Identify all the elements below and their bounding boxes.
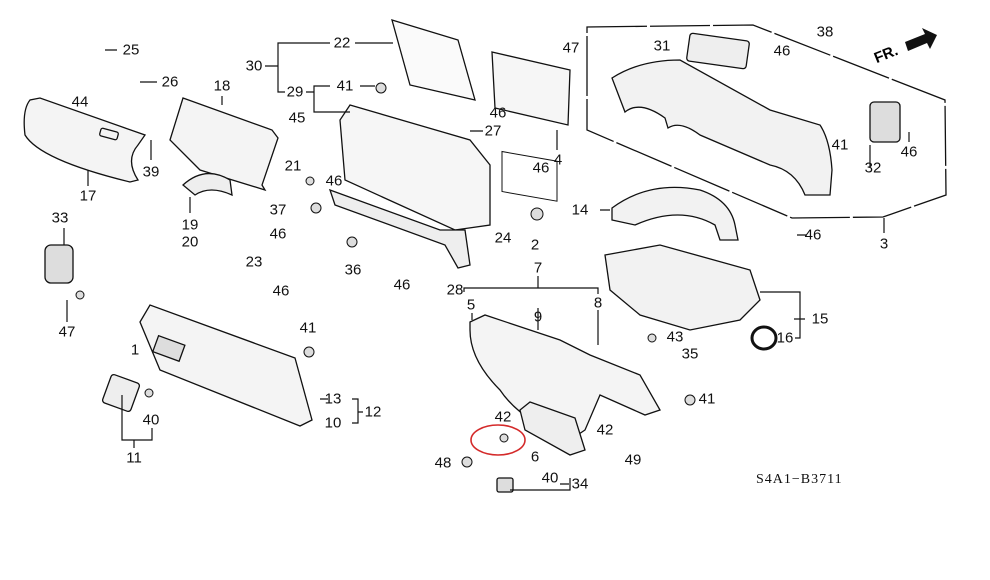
knob-34 <box>496 477 514 493</box>
lower-panel-5 <box>469 314 661 441</box>
box-29 <box>339 104 491 231</box>
part-number-label: 23 <box>245 253 263 271</box>
part-number-label: 17 <box>79 187 97 205</box>
part-number-label: 33 <box>51 209 69 227</box>
part-number-label: 7 <box>533 259 543 277</box>
bracket-19 <box>182 173 233 197</box>
part-number-label: 6 <box>530 448 540 466</box>
part-number-label: 36 <box>344 261 362 279</box>
part-number-label: 46 <box>272 282 290 300</box>
fasteners <box>75 82 696 468</box>
part-number-label: 46 <box>489 104 507 122</box>
meter-panel <box>611 59 833 196</box>
switch-32 <box>869 101 901 143</box>
part-number-label: 39 <box>142 163 160 181</box>
part-number-label: 2 <box>530 236 540 254</box>
part-number-label: 14 <box>571 201 589 219</box>
part-number-label: 19 <box>181 216 199 234</box>
part-number-label: 18 <box>213 77 231 95</box>
part-number-label: 46 <box>393 276 411 294</box>
part-number-label: 10 <box>324 414 342 432</box>
part-number-label: 1 <box>130 341 140 359</box>
part-number-label: 21 <box>284 157 302 175</box>
vent-31 <box>686 32 750 70</box>
part-number-label: 4 <box>553 151 563 169</box>
part-number-label: 29 <box>286 83 304 101</box>
part-number-label: 3 <box>879 235 889 253</box>
part-number-label: 40 <box>142 411 160 429</box>
part-number-label: 42 <box>596 421 614 439</box>
part-number-label: 41 <box>698 390 716 408</box>
assembly-3-outline <box>586 24 947 219</box>
part-number-label: 38 <box>816 23 834 41</box>
handle-33 <box>44 244 74 284</box>
part-number-label: 8 <box>593 294 603 312</box>
part-number-label: 16 <box>776 329 794 347</box>
part-number-label: 46 <box>773 42 791 60</box>
part-number-label: 46 <box>269 225 287 243</box>
diagram-code: S4A1−B3711 <box>756 472 843 487</box>
ring-16 <box>750 325 778 351</box>
part-number-label: 48 <box>434 454 452 472</box>
cover-14 <box>611 186 739 241</box>
bracket-28 <box>328 188 471 269</box>
lower-cover-15 <box>604 244 761 331</box>
part-number-label: 9 <box>533 308 543 326</box>
part-number-label: 43 <box>666 328 684 346</box>
bezel-4 <box>491 51 571 126</box>
part-number-label: 12 <box>364 403 382 421</box>
part-number-label: 46 <box>900 143 918 161</box>
part-number-label: 26 <box>161 73 179 91</box>
cover-11 <box>101 373 141 413</box>
part-number-label: 28 <box>446 281 464 299</box>
part-number-label: 41 <box>831 136 849 154</box>
part-number-label: 30 <box>245 57 263 75</box>
glovebox-lid-12 <box>139 304 313 427</box>
part-number-label: 47 <box>562 39 580 57</box>
part-number-label: 37 <box>269 201 287 219</box>
part-number-label: 32 <box>864 159 882 177</box>
part-number-label: 24 <box>494 229 512 247</box>
part-number-label: 49 <box>624 451 642 469</box>
part-number-label: 40 <box>541 469 559 487</box>
part-number-label: 42 <box>494 408 512 426</box>
part-number-label: 35 <box>681 345 699 363</box>
part-number-label: 46 <box>804 226 822 244</box>
part-number-label: 15 <box>811 310 829 328</box>
part-number-label: 41 <box>299 319 317 337</box>
part-number-label: 34 <box>571 475 589 493</box>
lid-22 <box>391 19 476 101</box>
panel-18 <box>169 97 279 192</box>
part-number-label: 45 <box>288 109 306 127</box>
part-number-label: 27 <box>484 122 502 140</box>
pocket-6 <box>519 401 586 456</box>
part-number-label: 13 <box>324 390 342 408</box>
leader-lines <box>63 42 910 491</box>
part-number-label: 47 <box>58 323 76 341</box>
part-number-label: 5 <box>466 296 476 314</box>
part-number-label: 46 <box>532 159 550 177</box>
part-number-label: 25 <box>122 41 140 59</box>
highlight-circle <box>470 424 526 456</box>
part-number-label: 31 <box>653 37 671 55</box>
part-number-label: 11 <box>126 449 142 467</box>
part-number-label: 46 <box>325 172 343 190</box>
part-number-label: 22 <box>333 34 351 52</box>
lid-17 <box>23 97 147 183</box>
part-number-label: 20 <box>181 233 199 251</box>
part-number-label: 41 <box>336 77 354 95</box>
part-number-label: 44 <box>71 93 89 111</box>
fr-arrow-icon <box>905 28 937 51</box>
